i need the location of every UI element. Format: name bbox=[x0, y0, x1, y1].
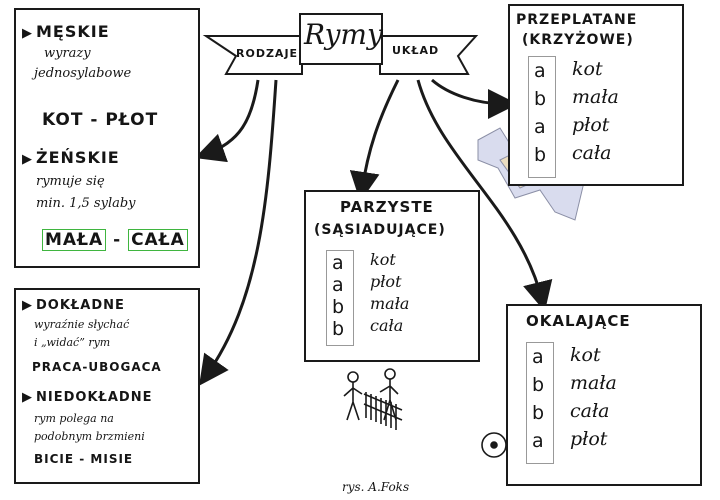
parzyste-heading-1: PARZYSTE bbox=[340, 198, 434, 216]
ball-doodle bbox=[481, 432, 507, 458]
niedokladne-heading-text: NIEDOKŁADNE bbox=[36, 390, 153, 405]
przeplatane-heading-2: (KRZYŻOWE) bbox=[522, 32, 634, 48]
przeplatane-rhyme-table: a kot b mała a płot b cała bbox=[528, 56, 668, 178]
okalajace-letter-2: b bbox=[532, 374, 545, 396]
przeplatane-letter-2: b bbox=[534, 88, 547, 110]
parzyste-letter-1: a bbox=[332, 252, 344, 274]
okalajace-word-2: mała bbox=[570, 372, 617, 394]
niedokladne-example: BICIE - MISIE bbox=[34, 452, 134, 466]
parzyste-word-1: kot bbox=[370, 250, 396, 269]
okalajace-rhyme-table: a kot b mała b cała a płot bbox=[526, 342, 676, 464]
meskie-example: KOT - PŁOT bbox=[42, 110, 159, 130]
parzyste-letter-3: b bbox=[332, 296, 345, 318]
okalajace-word-3: cała bbox=[570, 400, 610, 422]
niedokladne-desc-1: rym polega na bbox=[34, 412, 114, 425]
zenskie-example-sep: - bbox=[113, 230, 122, 250]
przeplatane-heading-1: PRZEPLATANE bbox=[516, 12, 638, 28]
okalajace-word-4: płot bbox=[570, 428, 608, 450]
przeplatane-letter-1: a bbox=[534, 60, 546, 82]
okalajace-heading: OKALAJĄCE bbox=[526, 312, 631, 330]
przeplatane-word-1: kot bbox=[572, 58, 603, 80]
parzyste-letter-4: b bbox=[332, 318, 345, 340]
okalajace-word-1: kot bbox=[570, 344, 601, 366]
przeplatane-word-3: płot bbox=[572, 114, 610, 136]
parzyste-letter-column bbox=[326, 250, 354, 346]
niedokladne-heading: ▶NIEDOKŁADNE bbox=[22, 390, 153, 405]
niedokladne-desc-2: podobnym brzmieni bbox=[34, 430, 145, 443]
okalajace-letter-1: a bbox=[532, 346, 544, 368]
rodzaje-box-meskie-zenskie bbox=[14, 8, 200, 268]
przeplatane-word-2: mała bbox=[572, 86, 619, 108]
meskie-heading: ▶MĘSKIE bbox=[22, 22, 110, 41]
przeplatane-letter-column bbox=[528, 56, 556, 178]
banner-right-label: UKŁAD bbox=[392, 44, 440, 57]
parzyste-word-3: mała bbox=[370, 294, 410, 313]
okalajace-letter-4: a bbox=[532, 430, 544, 452]
okalajace-box bbox=[506, 304, 702, 486]
parzyste-word-4: cała bbox=[370, 316, 404, 335]
zenskie-example: MAŁA - CAŁA bbox=[42, 229, 188, 251]
banner-left-label: RODZAJE bbox=[236, 47, 299, 60]
meskie-desc-1: wyrazy bbox=[44, 46, 91, 61]
przeplatane-letter-4: b bbox=[534, 144, 547, 166]
diagram-title: Rymy bbox=[304, 18, 383, 51]
zenskie-heading: ▶ŻEŃSKIE bbox=[22, 148, 120, 167]
dokladne-example: PRACA-UBOGACA bbox=[32, 360, 162, 374]
okalajace-letter-column bbox=[526, 342, 554, 464]
parzyste-word-2: płot bbox=[370, 272, 402, 291]
przeplatane-letter-3: a bbox=[534, 116, 546, 138]
dokladne-desc-1: wyraźnie słychać bbox=[34, 318, 130, 331]
zenskie-example-a: MAŁA bbox=[42, 229, 107, 251]
dokladne-desc-2: i „widać” rym bbox=[34, 336, 111, 349]
przeplatane-box bbox=[508, 4, 684, 186]
okalajace-letter-3: b bbox=[532, 402, 545, 424]
parzyste-rhyme-table: a kot a płot b mała b cała bbox=[326, 250, 466, 346]
banner-left-ribbon bbox=[202, 35, 303, 75]
zenskie-heading-text: ŻEŃSKIE bbox=[36, 148, 120, 167]
meskie-desc-2: jednosylabowe bbox=[34, 66, 132, 81]
dokladne-heading: ▶DOKŁADNE bbox=[22, 298, 125, 313]
rodzaje-box-dokladne bbox=[14, 288, 200, 484]
zenskie-desc-1: rymuje się bbox=[36, 174, 105, 189]
zenskie-desc-2: min. 1,5 sylaby bbox=[36, 196, 136, 211]
title-box bbox=[299, 13, 383, 65]
author-signature: rys. A.Foks bbox=[342, 480, 410, 494]
parzyste-letter-2: a bbox=[332, 274, 344, 296]
zenskie-example-b: CAŁA bbox=[128, 229, 188, 251]
dokladne-heading-text: DOKŁADNE bbox=[36, 298, 125, 313]
people-fence-doodle bbox=[343, 368, 403, 430]
parzyste-box bbox=[304, 190, 480, 362]
parzyste-heading-2: (SĄSIADUJĄCE) bbox=[314, 222, 446, 238]
banner-right-ribbon bbox=[379, 35, 479, 75]
meskie-heading-text: MĘSKIE bbox=[36, 22, 110, 41]
przeplatane-word-4: cała bbox=[572, 142, 612, 164]
